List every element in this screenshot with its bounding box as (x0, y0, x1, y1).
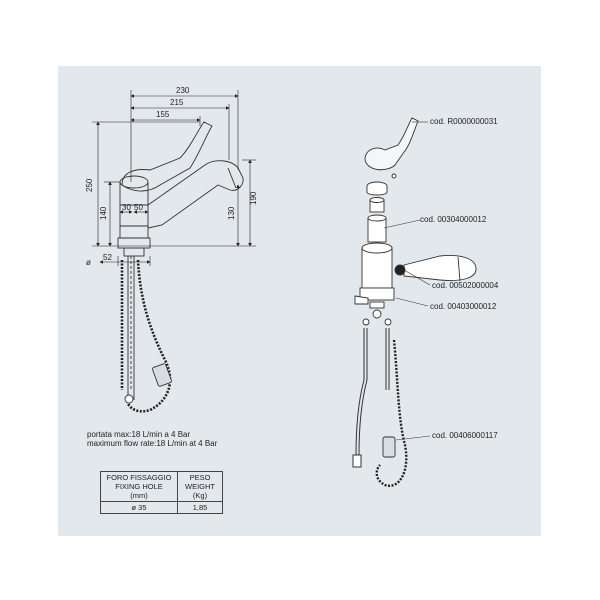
part-code-cartridge: cod. 00304000012 (420, 215, 487, 224)
part-code-body-fitting: cod. 00403000012 (430, 302, 497, 311)
part-code-hose: cod. 00406000117 (432, 431, 498, 440)
lever-handle-part (364, 117, 419, 171)
spec-header-fixing-hole: FORO FISSAGGIO FIXING HOLE (mm) (100, 471, 178, 502)
flow-rate-it: portata max:18 L/min a 4 Bar (87, 430, 191, 439)
dimension-labels: 230 215 155 250 140 30 50 130 190 ø 52 (85, 86, 258, 267)
dim-250: 250 (85, 178, 94, 192)
flow-rate-en: maximum flow rate:18 L/min at 4 Bar (87, 439, 218, 448)
dim-30: 30 (122, 203, 131, 212)
set-screw-part (391, 173, 397, 179)
dimension-lines (92, 90, 256, 266)
dim-140: 140 (99, 206, 108, 220)
spec-fixing-hole-value: ø 35 (100, 501, 178, 514)
part-code-handle: cod. R0000000031 (430, 117, 498, 126)
supply-tubes (352, 328, 390, 468)
exploded-view (354, 117, 477, 326)
leader-lines (383, 121, 431, 441)
hose-weight (152, 363, 172, 387)
dim-50: 50 (134, 203, 143, 212)
spec-weight-value: 1,85 (177, 501, 223, 514)
spec-header-weight: PESO WEIGHT (Kg) (177, 471, 223, 502)
dim-230: 230 (176, 86, 190, 95)
hose-weight-part (382, 436, 396, 458)
faucet-body-part (361, 247, 393, 289)
part-code-spray-head: cod. 00502000004 (432, 281, 499, 290)
dim-130: 130 (227, 206, 236, 220)
spray-connector-part (394, 264, 406, 276)
drawing-sheet (58, 66, 541, 536)
cartridge-part (367, 217, 387, 243)
spray-head-part (403, 255, 477, 281)
dim-190: 190 (249, 191, 258, 205)
dim-52: 52 (103, 253, 112, 262)
dim-215: 215 (170, 98, 184, 107)
hose-connector (124, 394, 134, 404)
pull-out-hose (375, 339, 408, 487)
diameter-icon: ø (86, 258, 91, 267)
flexible-hose (120, 259, 172, 413)
spec-table: FORO FISSAGGIO FIXING HOLE (mm) PESO WEI… (100, 471, 223, 514)
dim-155: 155 (156, 110, 170, 119)
part-codes: cod. R0000000031 cod. 00304000012 cod. 0… (420, 117, 499, 440)
